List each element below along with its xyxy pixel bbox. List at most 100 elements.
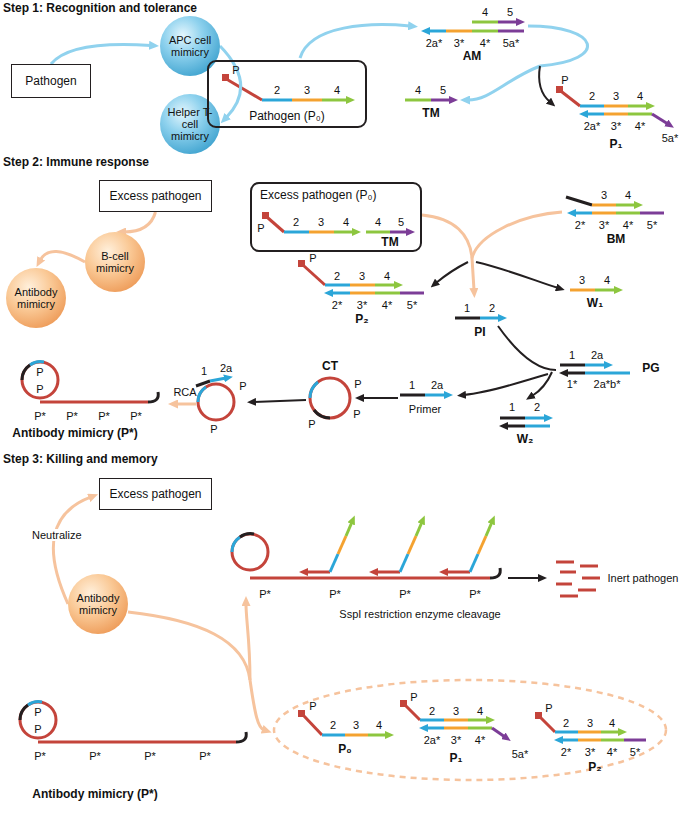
step3-strands <box>306 571 330 574</box>
step1-strands <box>292 99 322 102</box>
domain-label: P <box>410 691 417 703</box>
step1-strands <box>405 99 431 102</box>
step2-strands <box>198 384 234 420</box>
connector <box>124 212 156 232</box>
domain-label: 3 <box>304 84 310 96</box>
connector <box>220 46 241 118</box>
step2-strands <box>595 289 616 292</box>
step3-strands <box>556 583 572 586</box>
step2-strands <box>310 378 350 418</box>
strand-name: P₂ <box>355 313 368 326</box>
domain-label: P <box>232 64 239 76</box>
domain-label: P <box>309 252 316 264</box>
domain-label: RCA <box>173 386 196 398</box>
domain-label: 3* <box>357 299 367 311</box>
domain-label: 1 <box>509 401 515 413</box>
step2-strands <box>350 292 375 295</box>
domain-label: P* <box>399 588 411 600</box>
step1-strands <box>300 25 410 58</box>
step3-strands <box>345 734 368 737</box>
step3-strands <box>240 534 254 537</box>
domain-label: 2 <box>334 270 340 282</box>
domain-label: 2a* <box>426 37 443 49</box>
step3-strands <box>246 604 250 680</box>
domain-label: 4* <box>382 299 392 311</box>
step3-strands <box>446 571 470 574</box>
step2-strands <box>22 362 58 398</box>
node-text: Excess pathogen <box>109 487 201 501</box>
domain-label: P <box>354 378 361 390</box>
cell-circle: APC cell mimicry <box>160 16 220 76</box>
strand-name: P₂ <box>588 761 601 774</box>
step3-strands <box>560 595 578 598</box>
step1-strands <box>528 26 588 66</box>
step2-strands <box>525 425 550 428</box>
domain-label: 2 <box>563 717 569 729</box>
domain-label: 3 <box>579 274 585 286</box>
step3-strands <box>444 727 468 730</box>
strand-name: PG <box>642 362 659 375</box>
step2-strands <box>298 260 305 267</box>
domain-label: 5a* <box>662 132 679 144</box>
step1-strands <box>322 99 348 102</box>
step3-strands <box>28 702 42 705</box>
step2-strands <box>480 317 500 320</box>
step2-strands <box>525 417 546 420</box>
step3-strands <box>582 577 600 580</box>
domain-label: 4 <box>375 216 381 228</box>
connector <box>51 44 151 64</box>
domain-label: 1 <box>201 365 207 377</box>
step1-strands <box>498 21 518 24</box>
step2-strands <box>375 292 400 295</box>
domain-label: 4 <box>609 717 615 729</box>
node-text: Pathogen (P₀) <box>249 109 325 123</box>
domain-label: 3 <box>318 216 324 228</box>
domain-label: 5* <box>630 746 640 758</box>
step2-strands <box>210 378 226 381</box>
strand-name: TM <box>381 236 398 249</box>
domain-label: P* <box>89 750 101 762</box>
step2-strands <box>436 262 468 283</box>
step2-strands <box>422 215 472 258</box>
node-text: Excess pathogen <box>109 189 201 203</box>
step3-strands <box>408 536 416 554</box>
domain-label: 2 <box>489 302 495 314</box>
step2-strands <box>390 231 408 234</box>
step2-strands <box>400 394 425 397</box>
step2-strands <box>425 394 446 397</box>
step2-strands <box>262 212 269 219</box>
step3-strands <box>376 571 400 574</box>
strand-name: P₁ <box>450 752 463 765</box>
step3-strands <box>20 705 28 720</box>
domain-label: Primer <box>409 403 441 415</box>
step3-strands <box>468 719 488 722</box>
domain-label: 4 <box>477 705 483 717</box>
step3-strands <box>416 522 422 536</box>
domain-label: Inert pathogen <box>608 572 679 584</box>
step-title: Step 3: Killing and memory <box>3 453 158 466</box>
domain-label: P <box>34 706 41 718</box>
step2-strands <box>566 197 592 205</box>
step3-strands <box>298 710 305 717</box>
step2-strands <box>455 317 480 320</box>
step3-strands <box>346 522 352 536</box>
step2-strands <box>472 258 474 290</box>
step2-strands <box>284 231 309 234</box>
node-text: Antibody mimicry <box>9 286 63 310</box>
step3-strands <box>490 568 500 578</box>
step1-strands <box>468 66 540 100</box>
domain-label: SspI restriction enzyme cleavage <box>339 608 500 620</box>
cell-circle: Helper T-cell mimicry <box>160 94 220 154</box>
step2-strands <box>476 262 558 288</box>
domain-label: 4* <box>635 120 645 132</box>
step3-strands <box>406 706 420 720</box>
step2-strands <box>592 204 616 207</box>
step3-strands <box>470 554 478 572</box>
domain-label: P* <box>98 410 110 422</box>
step3-strands <box>330 554 338 572</box>
domain-label: 5 <box>398 216 404 228</box>
strand-name: P₁ <box>610 138 623 151</box>
step3-strands <box>38 741 236 744</box>
domain-label: P <box>36 383 43 395</box>
